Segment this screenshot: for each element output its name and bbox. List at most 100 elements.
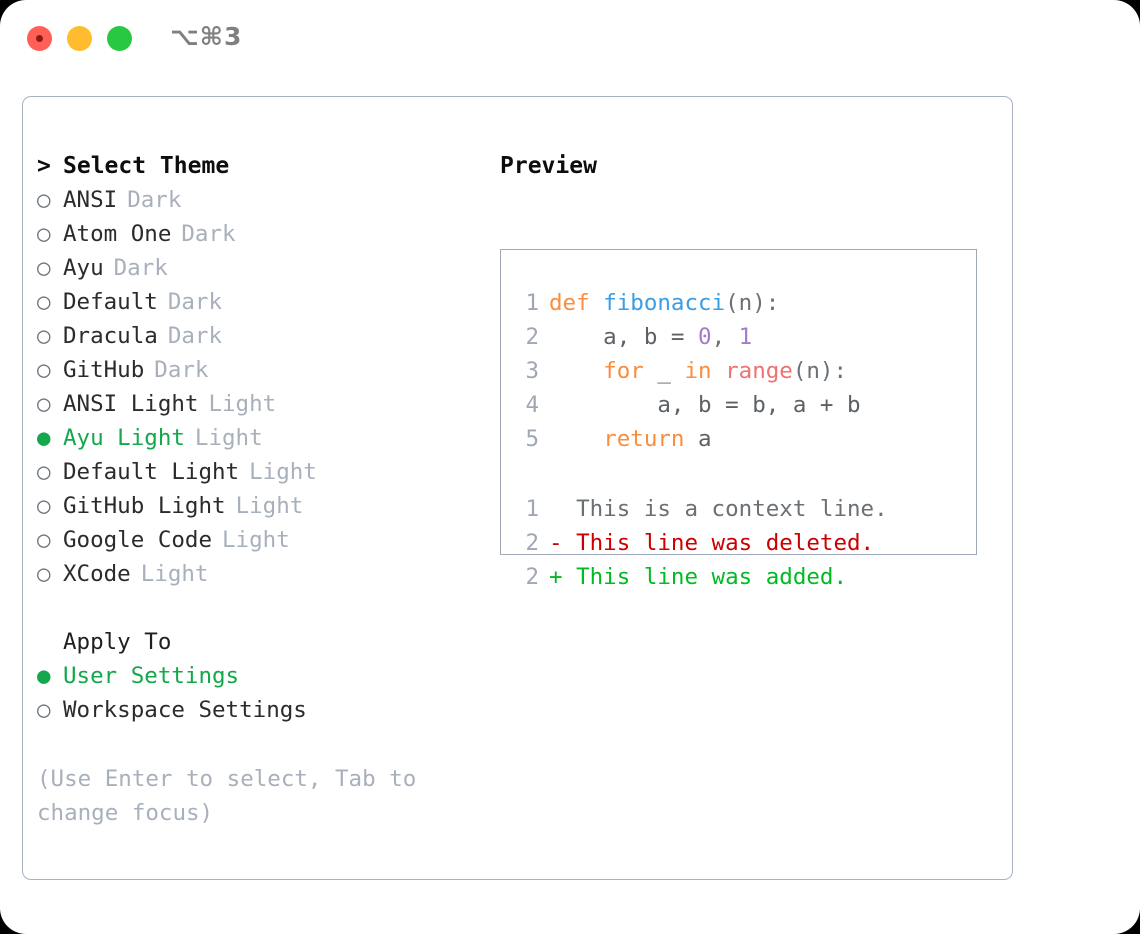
theme-option-ansi[interactable]: ○ ANSI Dark bbox=[37, 183, 487, 217]
theme-option-google-code[interactable]: ○ Google Code Light bbox=[37, 523, 487, 557]
line-number: 2 bbox=[525, 530, 539, 556]
diff-line-delete: 2- This line was deleted. bbox=[515, 526, 888, 560]
select-theme-header: > Select Theme bbox=[37, 149, 487, 183]
theme-category-label: Light bbox=[235, 493, 304, 519]
close-window-button[interactable] bbox=[27, 26, 52, 51]
code-token: a bbox=[684, 426, 712, 452]
code-token bbox=[712, 358, 726, 384]
code-token: , bbox=[711, 324, 739, 350]
title-bar: ⌥⌘3 bbox=[0, 0, 1140, 78]
radio-unselected-icon[interactable]: ○ bbox=[37, 357, 51, 383]
radio-unselected-icon[interactable]: ○ bbox=[37, 561, 51, 587]
caret-icon: > bbox=[37, 153, 51, 179]
radio-unselected-icon[interactable]: ○ bbox=[37, 493, 51, 519]
radio-unselected-icon[interactable]: ○ bbox=[37, 255, 51, 281]
code-line: 4 a, b = b, a + b bbox=[515, 388, 861, 422]
code-token: return bbox=[603, 426, 685, 452]
theme-category-label: Light bbox=[208, 391, 277, 417]
code-token: (n): bbox=[792, 358, 848, 384]
window-title-shortcut: ⌥⌘3 bbox=[170, 22, 243, 51]
radio-unselected-icon[interactable]: ○ bbox=[37, 323, 51, 349]
theme-name-label: Default Light bbox=[63, 459, 240, 485]
theme-name-label: Default bbox=[63, 289, 158, 315]
theme-category-label: Dark bbox=[167, 323, 223, 349]
apply-to-options-list[interactable]: ● User Settings ○ Workspace Settings bbox=[37, 659, 487, 727]
theme-name-label: XCode bbox=[63, 561, 131, 587]
radio-unselected-icon[interactable]: ○ bbox=[37, 187, 51, 213]
apply-to-option-workspace-settings[interactable]: ○ Workspace Settings bbox=[37, 693, 487, 727]
radio-selected-icon[interactable]: ● bbox=[37, 425, 51, 451]
code-token: in bbox=[684, 358, 712, 384]
code-token: a, b = bbox=[549, 324, 699, 350]
theme-option-default-light[interactable]: ○ Default Light Light bbox=[37, 455, 487, 489]
code-token: 0 bbox=[698, 324, 712, 350]
diff-line-add: 2+ This line was added. bbox=[515, 560, 888, 594]
theme-option-github-light[interactable]: ○ GitHub Light Light bbox=[37, 489, 487, 523]
line-number: 1 bbox=[525, 496, 539, 522]
apply-to-option-user-settings[interactable]: ● User Settings bbox=[37, 659, 487, 693]
maximize-window-button[interactable] bbox=[107, 26, 132, 51]
theme-name-label: Google Code bbox=[63, 527, 213, 553]
code-line: 3 for _ in range(n): bbox=[515, 354, 861, 388]
theme-category-label: Light bbox=[249, 459, 317, 485]
theme-category-label: Dark bbox=[113, 255, 168, 281]
theme-category-label: Dark bbox=[181, 221, 236, 247]
theme-name-label: Atom One bbox=[63, 221, 172, 247]
theme-option-xcode[interactable]: ○ XCode Light bbox=[37, 557, 487, 591]
radio-unselected-icon[interactable]: ○ bbox=[37, 459, 51, 485]
keyboard-hint-text: (Use Enter to select, Tab to change focu… bbox=[37, 766, 417, 826]
diff-line-context: 1 This is a context line. bbox=[515, 492, 887, 526]
radio-unselected-icon[interactable]: ○ bbox=[37, 391, 51, 417]
code-line: 2 a, b = 0, 1 bbox=[515, 320, 861, 354]
minimize-window-button[interactable] bbox=[67, 26, 92, 51]
line-number: 3 bbox=[525, 358, 539, 384]
radio-unselected-icon[interactable]: ○ bbox=[37, 289, 51, 315]
theme-name-label: GitHub Light bbox=[63, 493, 226, 519]
theme-option-github[interactable]: ○ GitHub Dark bbox=[37, 353, 487, 387]
theme-option-dracula[interactable]: ○ Dracula Dark bbox=[37, 319, 487, 353]
apply-to-label: User Settings bbox=[63, 663, 240, 689]
code-token: range bbox=[725, 358, 793, 384]
theme-category-label: Light bbox=[140, 561, 209, 587]
theme-name-label: GitHub bbox=[63, 357, 145, 383]
code-token: 1 bbox=[738, 324, 753, 350]
preview-title: Preview bbox=[500, 153, 597, 179]
code-token: _ bbox=[643, 358, 685, 384]
apply-to-header: Apply To bbox=[63, 629, 172, 655]
theme-category-label: Dark bbox=[127, 187, 182, 213]
theme-option-default[interactable]: ○ Default Dark bbox=[37, 285, 487, 319]
code-token: fibonacci bbox=[603, 290, 726, 316]
line-number: 5 bbox=[525, 426, 539, 452]
radio-unselected-icon[interactable]: ○ bbox=[37, 697, 51, 723]
radio-selected-icon[interactable]: ● bbox=[37, 663, 51, 689]
theme-name-label: Dracula bbox=[63, 323, 158, 349]
apply-to-label: Workspace Settings bbox=[63, 697, 307, 723]
line-number: 1 bbox=[525, 290, 539, 316]
line-number: 2 bbox=[525, 324, 539, 350]
code-token: a, b = b, a + b bbox=[549, 392, 861, 418]
line-number: 4 bbox=[525, 392, 539, 418]
code-token: def bbox=[549, 290, 604, 316]
select-theme-label: Select Theme bbox=[63, 153, 230, 179]
radio-unselected-icon[interactable]: ○ bbox=[37, 527, 51, 553]
theme-name-label: Ayu bbox=[63, 255, 104, 281]
theme-category-label: Dark bbox=[154, 357, 209, 383]
line-number: 2 bbox=[525, 564, 539, 590]
code-token bbox=[549, 358, 603, 384]
theme-category-label: Dark bbox=[167, 289, 223, 315]
code-token: for bbox=[603, 358, 644, 384]
theme-name-label: ANSI bbox=[63, 187, 118, 213]
theme-option-ayu[interactable]: ○ Ayu Dark bbox=[37, 251, 487, 285]
code-line: 5 return a bbox=[515, 422, 861, 456]
theme-category-label: Light bbox=[222, 527, 290, 553]
theme-option-atom-one[interactable]: ○ Atom One Dark bbox=[37, 217, 487, 251]
radio-unselected-icon[interactable]: ○ bbox=[37, 221, 51, 247]
